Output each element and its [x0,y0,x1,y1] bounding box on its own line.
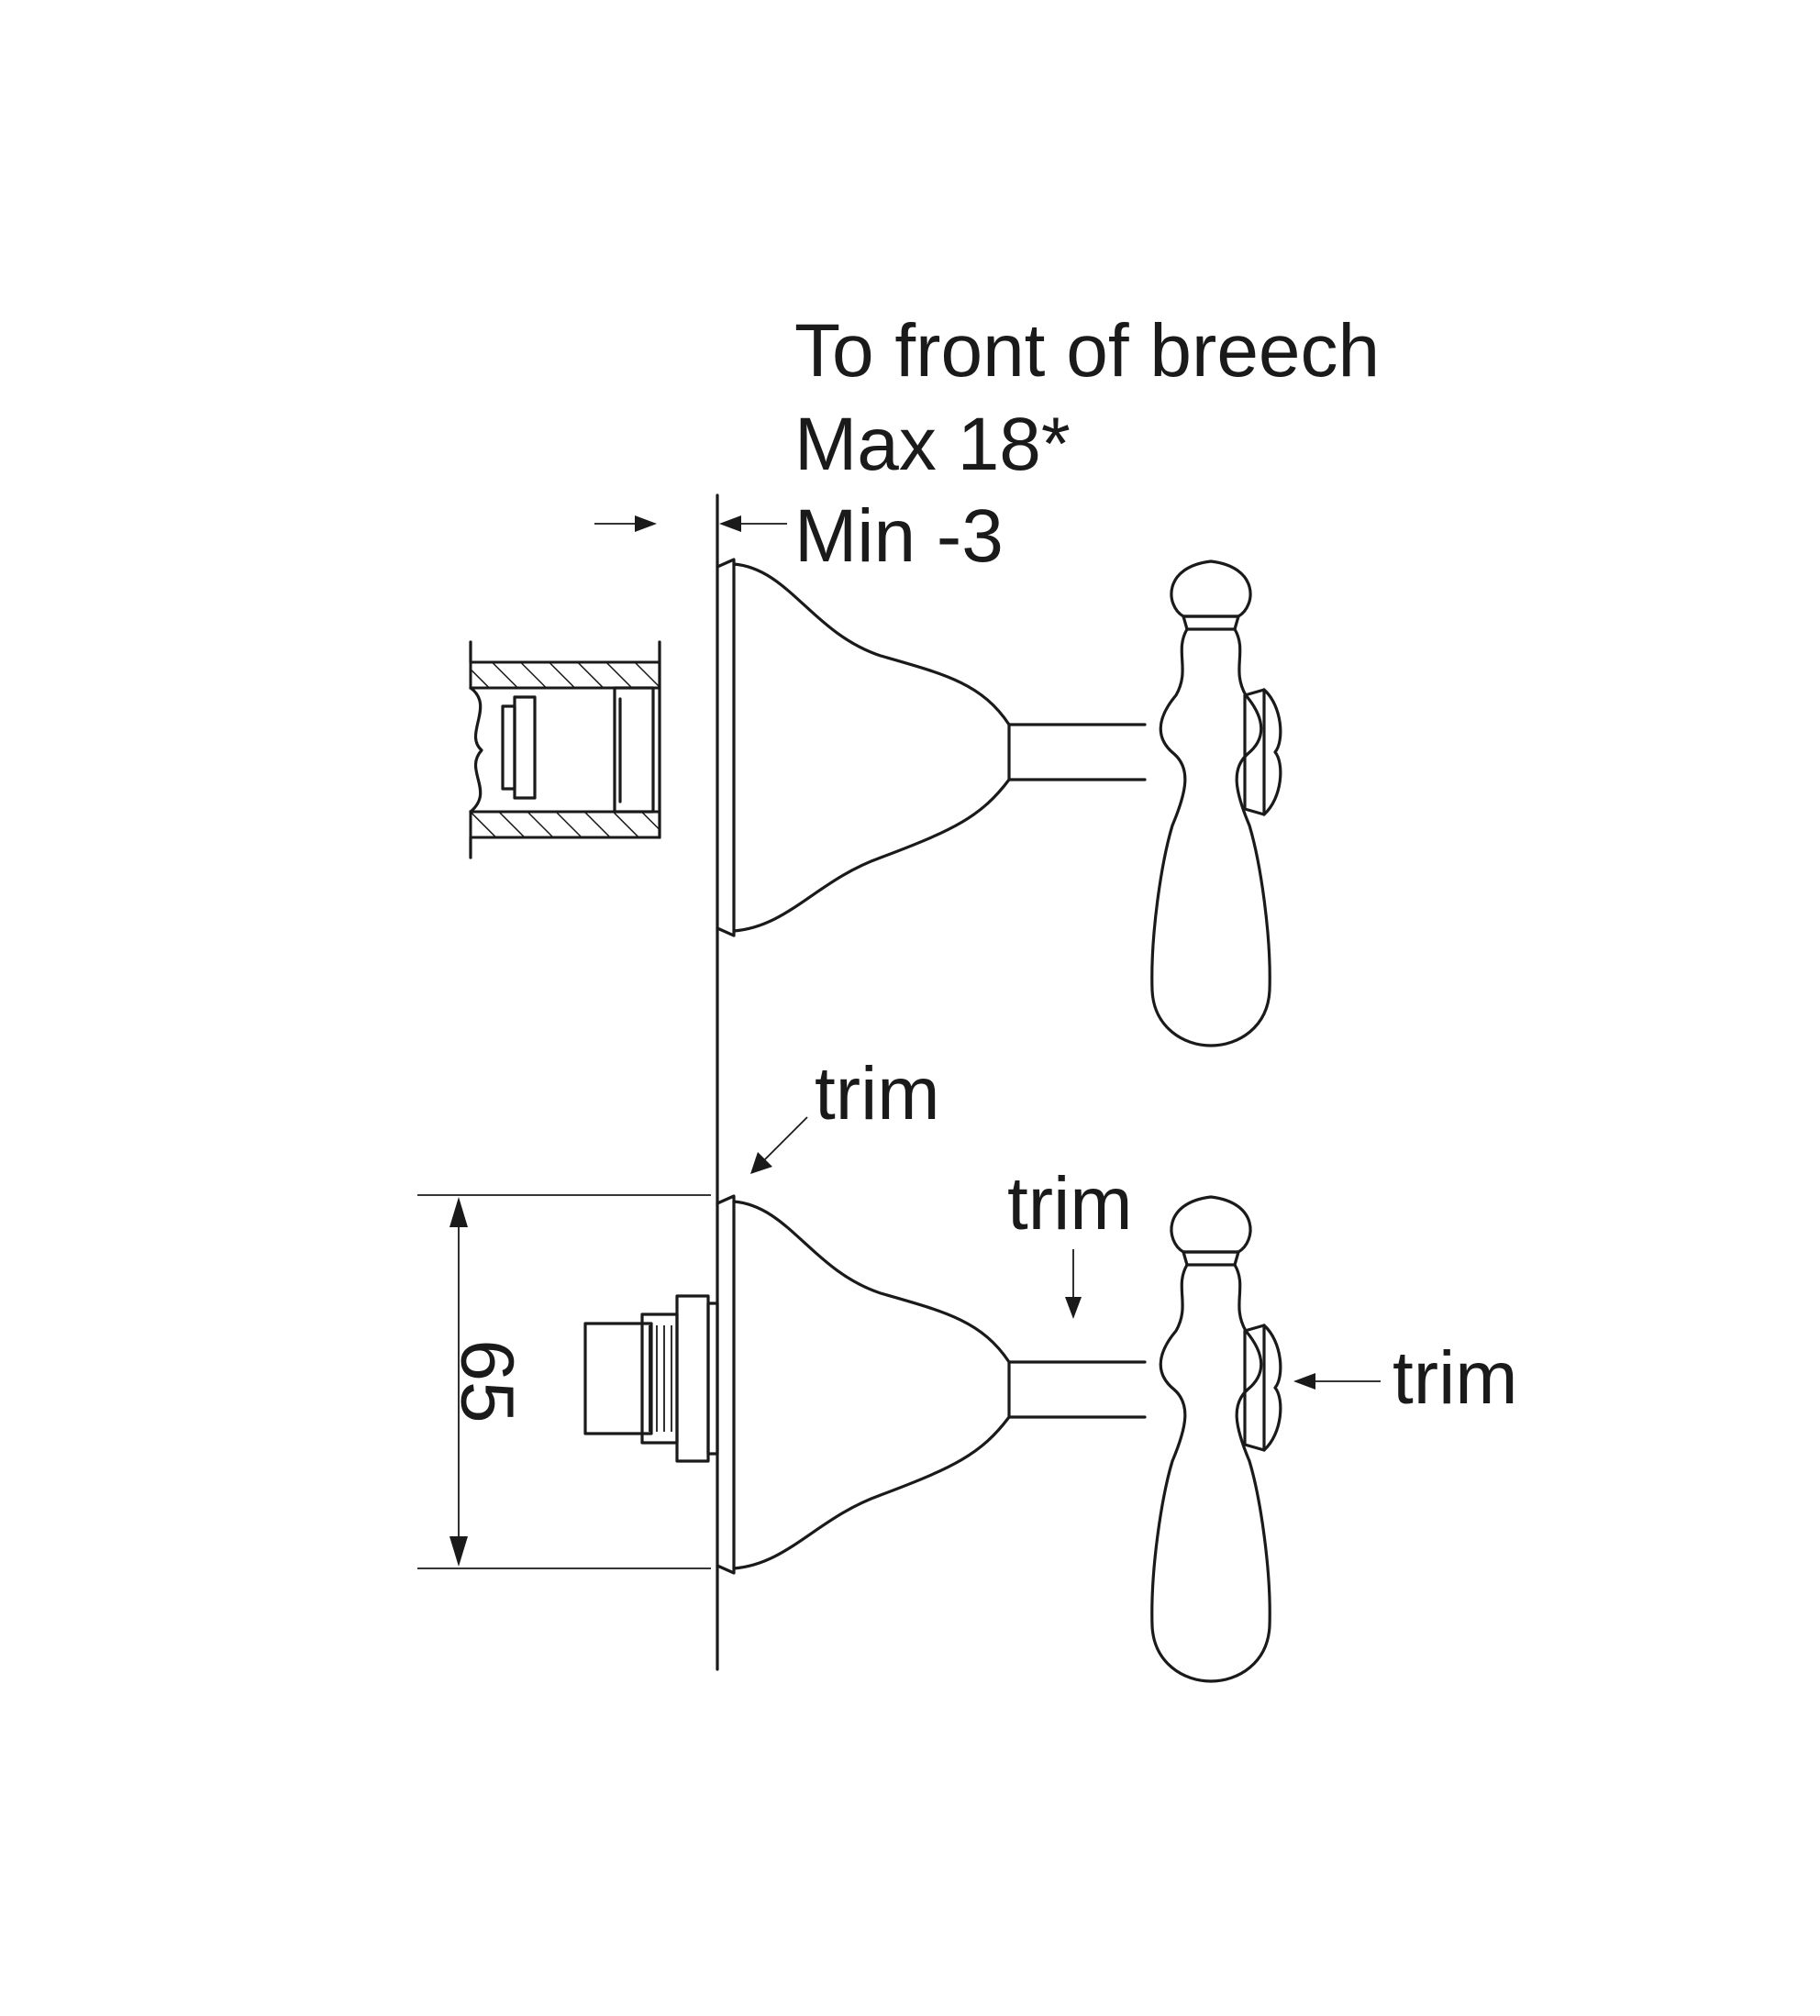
trim-plate-arrow [750,1116,808,1174]
height-dimension-value: 65 [445,1339,528,1423]
trim-spindle-arrow [1065,1249,1082,1319]
cover-plate-bottom [716,1194,1011,1575]
index-cap-top [1243,688,1282,816]
trim-label-plate: trim [815,1052,940,1135]
spindle-bottom [1007,1360,1147,1419]
height-dimension [417,1194,711,1569]
trim-cap-arrow [1293,1373,1381,1390]
handle-top [1150,559,1271,1047]
spindle-top [1007,723,1147,781]
breech-dimension-arrows [594,515,787,532]
valve-body [583,1294,719,1463]
trim-label-cap: trim [1393,1336,1518,1420]
trim-label-spindle: trim [1007,1162,1133,1246]
index-cap-bottom [1243,1324,1282,1452]
breech-fitting [469,640,661,859]
breech-note-line1: To front of breech [794,309,1380,393]
cover-plate-top [716,558,1011,937]
breech-note-line2: Max 18* [794,403,1071,486]
handle-bottom [1150,1195,1271,1683]
breech-note-line3: Min -3 [794,494,1004,578]
